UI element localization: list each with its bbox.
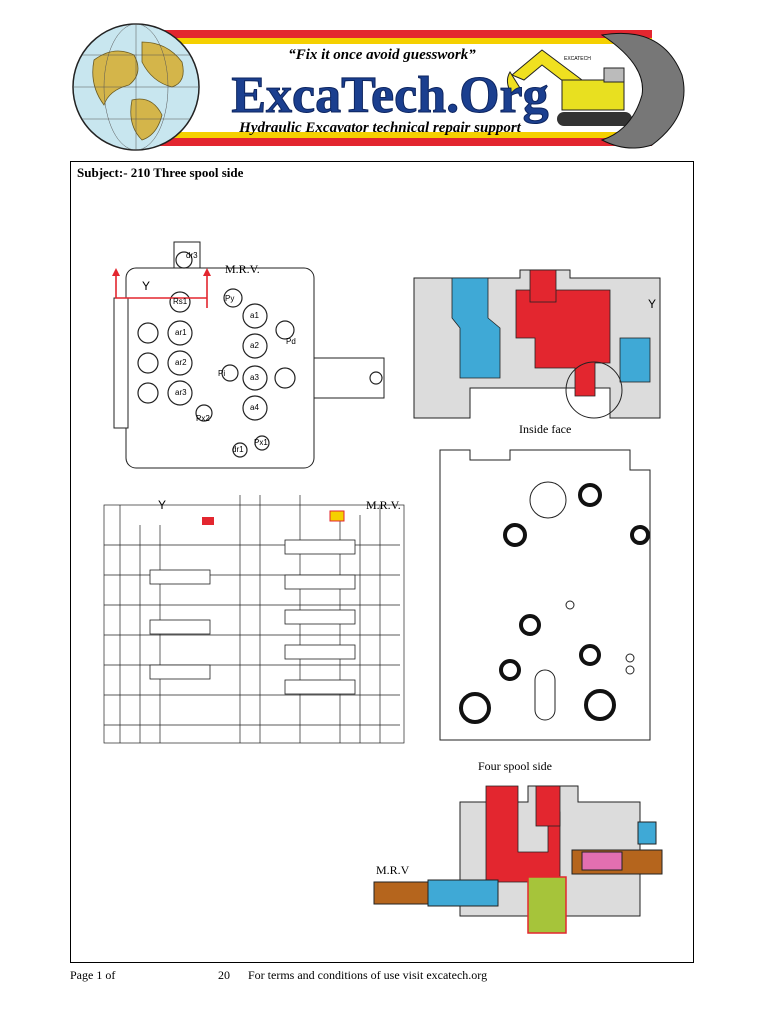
inside-face-y-label: Y <box>648 297 656 311</box>
svg-text:Py: Py <box>225 294 234 303</box>
four-spool-side <box>439 449 651 741</box>
tagline: “Fix it once avoid guesswork” <box>288 47 476 63</box>
svg-text:ar3: ar3 <box>175 388 187 397</box>
valve-block-diagram: M.R.V. Y dr3 Rs1 ar1 ar2 ar3 Py a1 a2 a3… <box>112 241 385 469</box>
four-spool-caption: Four spool side <box>478 759 553 773</box>
excavator-icon <box>506 49 632 126</box>
svg-text:Pd: Pd <box>286 337 296 346</box>
svg-text:dr1: dr1 <box>232 445 244 454</box>
hydraulic-schematic: Y M.R.V. <box>103 495 405 744</box>
mrv-label: M.R.V. <box>225 262 260 276</box>
svg-text:a4: a4 <box>250 403 259 412</box>
wrench-icon <box>600 32 685 149</box>
svg-text:Px1: Px1 <box>254 438 268 447</box>
globe-icon <box>72 23 200 151</box>
machine-label: EXCATECH <box>564 56 591 62</box>
svg-text:dr3: dr3 <box>186 251 198 260</box>
brand-title: ExcaTech.Org <box>231 67 548 124</box>
banner-subtitle: Hydraulic Excavator technical repair sup… <box>238 120 522 136</box>
inside-face-caption: Inside face <box>519 422 572 436</box>
svg-text:ar1: ar1 <box>175 328 187 337</box>
bottom-mrv-label: M.R.V <box>376 863 410 877</box>
svg-text:a2: a2 <box>250 341 259 350</box>
schematic-y-label: Y <box>158 498 166 512</box>
svg-text:a3: a3 <box>250 373 259 382</box>
subject-line: Subject:- 210 Three spool side <box>77 165 244 180</box>
inside-face-section: Y <box>413 269 661 419</box>
footer-terms: For terms and conditions of use visit ex… <box>248 968 488 982</box>
footer-page-number: 20 <box>218 968 230 982</box>
excatech-banner: “Fix it once avoid guesswork” ExcaTech.O… <box>72 23 685 151</box>
svg-text:Pi: Pi <box>218 369 225 378</box>
y-port-label: Y <box>142 279 150 293</box>
content-frame <box>70 161 694 963</box>
svg-text:ar2: ar2 <box>175 358 187 367</box>
svg-text:Px2: Px2 <box>196 414 210 423</box>
footer-page: Page 1 of <box>70 968 116 982</box>
mrv-section: M.R.V <box>373 785 663 934</box>
svg-text:Rs1: Rs1 <box>173 297 188 306</box>
schematic-mrv-label: M.R.V. <box>366 498 401 512</box>
svg-text:a1: a1 <box>250 311 259 320</box>
